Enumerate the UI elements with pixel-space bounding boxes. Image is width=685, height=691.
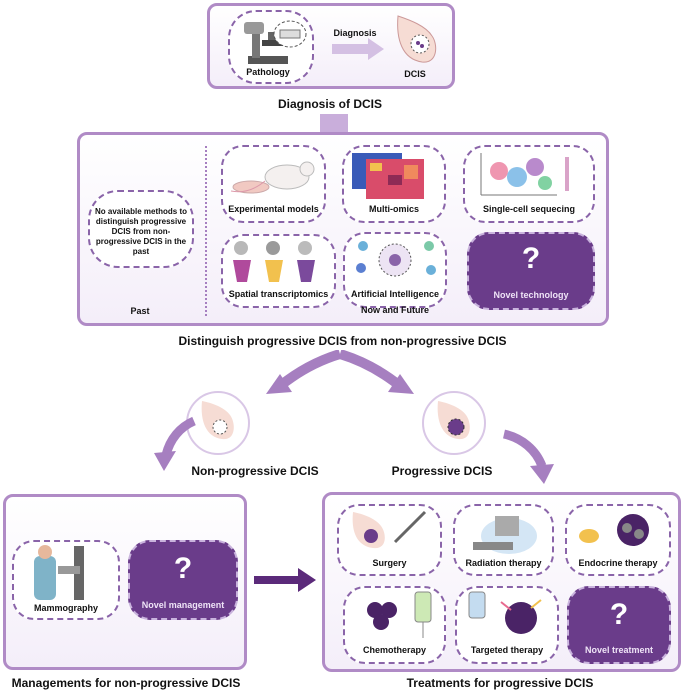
- umap-icon: [480, 153, 569, 196]
- targeted-drug-icon: [468, 591, 542, 634]
- treatment-caption: Treatments for progressive DCIS: [406, 676, 594, 690]
- diagnosis-arrow: [332, 38, 384, 60]
- heatmap-icon: [352, 153, 424, 199]
- question-mark-icon: ?: [609, 598, 629, 631]
- past-text: No available methods to distinguish prog…: [94, 207, 188, 256]
- targeted-bubble: [455, 586, 559, 664]
- novel-treatment-card: [567, 586, 671, 664]
- radiation-bubble: [453, 504, 554, 576]
- novel-management-card: [128, 540, 238, 620]
- surgery-bubble: [337, 504, 442, 576]
- pill-tumor-icon: [579, 514, 649, 546]
- center-arrow: [254, 568, 316, 592]
- tissue-icon: [233, 241, 315, 282]
- novel-technology-label: Novel technology: [493, 290, 569, 300]
- ai-bubble: [343, 232, 447, 308]
- novel-treatment-label: Novel treatment: [584, 645, 654, 655]
- left-curved-arrow: [154, 416, 196, 471]
- now-future-label: Now and Future: [361, 305, 429, 315]
- dcis-label: DCIS: [404, 69, 426, 79]
- radiation-machine-icon: [473, 516, 537, 554]
- chemo-drip-icon: [367, 591, 432, 638]
- breast-tumor-icon: [437, 401, 470, 440]
- mammography-bubble: [12, 540, 120, 620]
- past-bubble: [88, 190, 194, 268]
- connector-block: [320, 114, 348, 134]
- past-divider: [205, 146, 207, 316]
- single-cell-bubble: [463, 145, 595, 223]
- question-mark-icon: ?: [173, 552, 193, 585]
- spatial-label: Spatial transcriptomics: [228, 289, 329, 299]
- distinguish-caption: Distinguish progressive DCIS from non-pr…: [178, 334, 507, 348]
- endocrine-bubble: [565, 504, 671, 576]
- question-mark-icon: ?: [521, 242, 541, 275]
- diagnosis-caption: Diagnosis of DCIS: [277, 97, 382, 111]
- management-caption: Managements for non-progressive DCIS: [11, 676, 241, 690]
- mammography-label: Mammography: [33, 603, 98, 613]
- radiation-label: Radiation therapy: [465, 558, 542, 568]
- breast-dcis-icon: [397, 15, 437, 63]
- ai-label: Artificial Intelligence: [350, 289, 440, 299]
- chemotherapy-label: Chemotherapy: [362, 645, 426, 655]
- single-cell-label: Single-cell sequecing: [482, 204, 576, 214]
- progressive-circle: [422, 391, 486, 455]
- past-label: Past: [130, 306, 150, 316]
- endocrine-label: Endocrine therapy: [578, 558, 658, 568]
- spatial-bubble: [221, 234, 336, 308]
- experimental-models-label: Experimental models: [228, 204, 319, 214]
- microscope-icon: [244, 20, 307, 64]
- non-progressive-circle: [186, 391, 250, 455]
- multi-omics-label: Multi-omics: [368, 204, 419, 214]
- experimental-models-bubble: [221, 145, 326, 223]
- targeted-label: Targeted therapy: [470, 645, 544, 655]
- mammography-icon: [34, 545, 84, 600]
- novel-technology-card: [467, 232, 595, 310]
- diagnosis-label: Diagnosis: [333, 28, 377, 38]
- pathology-bubble: [228, 10, 314, 84]
- breast-icon: [201, 401, 234, 440]
- pathology-label: Pathology: [246, 67, 290, 77]
- ai-network-icon: [356, 241, 436, 277]
- progressive-caption: Progressive DCIS: [391, 464, 493, 478]
- multi-omics-bubble: [342, 145, 446, 223]
- branch-arrows: [266, 350, 414, 394]
- chemotherapy-bubble: [343, 586, 446, 664]
- novel-management-label: Novel management: [141, 600, 225, 610]
- non-progressive-caption: Non-progressive DCIS: [191, 464, 319, 478]
- right-curved-arrow: [502, 429, 554, 484]
- scalpel-icon: [352, 510, 427, 549]
- mouse-icon: [230, 161, 315, 194]
- surgery-label: Surgery: [372, 558, 407, 568]
